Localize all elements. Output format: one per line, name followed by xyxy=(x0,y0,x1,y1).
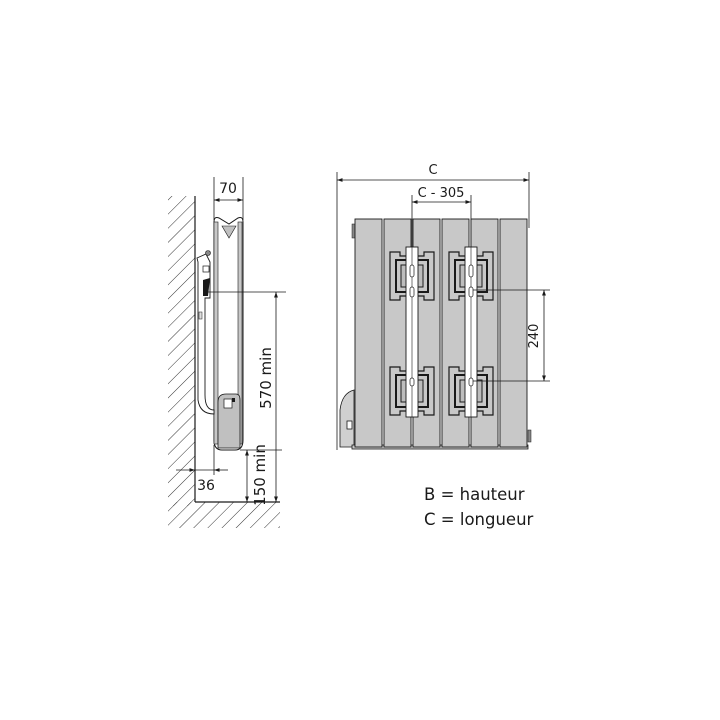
floor-clearance-label: 150 min xyxy=(251,444,269,506)
mounting-rails xyxy=(405,246,478,418)
dimension-depth: 70 xyxy=(213,177,244,220)
side-view: 70 570 min 150 min 36 xyxy=(168,177,286,528)
legend-meaning: hauteur xyxy=(459,485,525,504)
wall-hatch xyxy=(168,196,196,506)
legend-item-c: C = longueur xyxy=(424,507,533,532)
legend-eq: = xyxy=(440,485,455,504)
radiator-columns xyxy=(354,218,528,448)
depth-label: 70 xyxy=(219,181,237,197)
radiator-side-profile xyxy=(213,217,244,451)
wall-bracket xyxy=(196,250,215,415)
legend-eq: = xyxy=(440,510,455,529)
legend-meaning: longueur xyxy=(459,510,534,529)
dimension-bracket-height: 570 min xyxy=(257,292,278,502)
legend-item-b: B = hauteur xyxy=(424,482,533,507)
floor-hatch xyxy=(168,501,280,528)
overall-length-label: C xyxy=(428,163,437,178)
wall-gap-label: 36 xyxy=(197,478,215,494)
front-view: C C - 305 xyxy=(336,163,550,450)
dimension-floor-clearance: 150 min xyxy=(240,444,282,506)
valve-housing xyxy=(339,389,355,448)
bracket-height-label: 570 min xyxy=(257,347,275,409)
legend: B = hauteur C = longueur xyxy=(424,482,533,532)
dimension-overall-length: C xyxy=(336,163,530,450)
bracket-vertical-label: 240 xyxy=(527,324,542,349)
legend-key: B xyxy=(424,485,436,504)
dimension-bracket-spacing: C - 305 xyxy=(411,186,472,255)
bracket-spacing-label: C - 305 xyxy=(418,186,465,201)
legend-key: C xyxy=(424,510,436,529)
dimension-wall-gap: 36 xyxy=(176,445,228,494)
dimension-bracket-vertical: 240 xyxy=(473,289,550,382)
